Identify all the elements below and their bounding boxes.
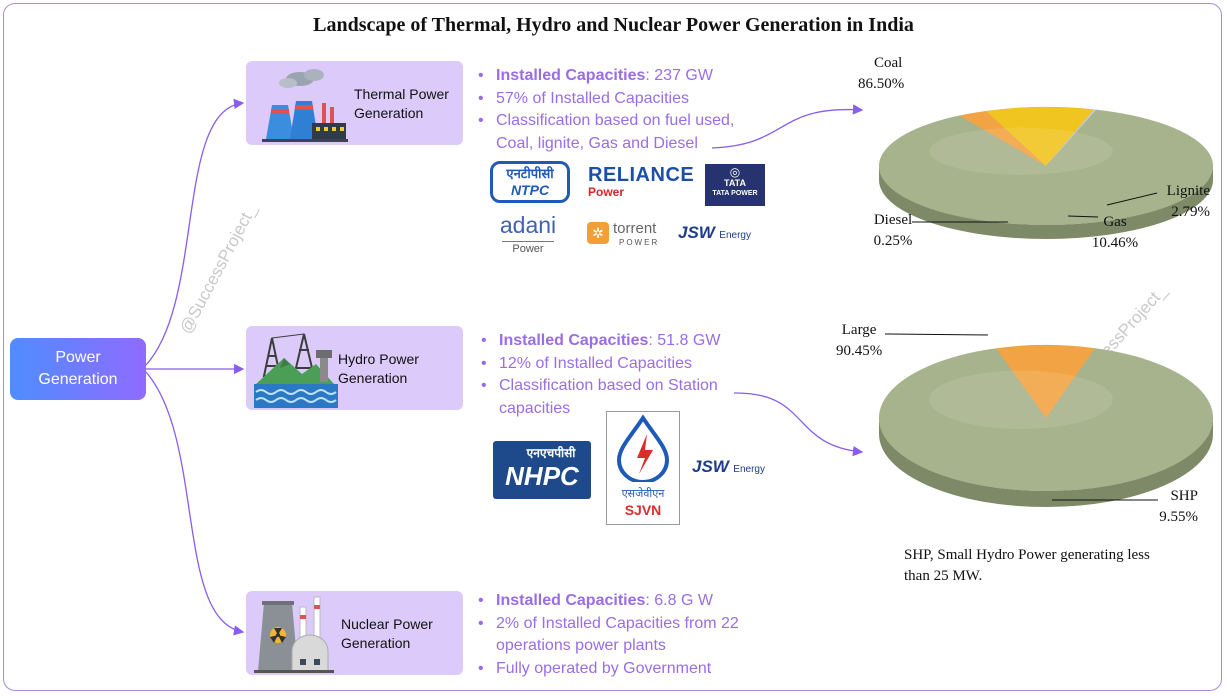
pie2-label-shp: SHP 9.55%	[1150, 486, 1198, 528]
thermal-node: Thermal Power Generation	[246, 61, 463, 145]
thermal-fuel-pie	[878, 106, 1214, 239]
nuclear-bullet-capacity: Installed Capacities: 6.8 G W	[478, 590, 739, 613]
pie-highlight	[929, 370, 1113, 429]
arrow-to-hydro-pie	[733, 392, 864, 457]
thermal-label-line2: Generation	[354, 105, 424, 121]
root-label-line1: Power	[55, 349, 101, 366]
thermal-bullet-classification: Classification based on fuel used,Coal, …	[478, 110, 734, 155]
reliance-power-logo: RELIANCE Power	[588, 164, 695, 199]
hydro-capacity-pie	[878, 344, 1214, 507]
pie1-label-diesel: Diesel 0.25%	[868, 210, 918, 252]
nuclear-bullet-government: Fully operated by Government	[478, 658, 739, 681]
hydro-bullet-capacity: Installed Capacities: 51.8 GW	[481, 330, 720, 353]
pie-slice-diesel	[1045, 109, 1097, 167]
pie2-large-name: Large	[841, 322, 877, 338]
hydro-bullet-classification: Classification based on Stationcapacitie…	[481, 375, 720, 420]
page-title: Landscape of Thermal, Hydro and Nuclear …	[313, 14, 914, 36]
thermal-bullets: Installed Capacities: 237 GW 57% of Inst…	[478, 65, 734, 155]
pie1-lignite-name: Lignite	[1166, 183, 1210, 199]
arrow-to-nuclear	[145, 371, 245, 636]
diagram-frame	[3, 3, 1222, 691]
thermal-plant-icon	[262, 69, 348, 142]
arrow-to-thermal	[145, 98, 245, 366]
sjvn-drop-icon	[616, 414, 670, 484]
pie1-gas-value: 10.46%	[1091, 235, 1139, 251]
nuclear-plant-icon	[254, 596, 334, 673]
nhpc-logo: एनएचपीसी NHPC	[493, 441, 591, 499]
pie2-large-value: 90.45%	[836, 343, 883, 359]
root-label-line2: Generation	[38, 371, 118, 388]
pie1-diesel-name: Diesel	[873, 212, 913, 228]
jsw-energy-logo-hydro: JSW Energy	[692, 457, 765, 476]
pie-leader-lines	[884, 192, 1158, 501]
pie-slice-gas	[985, 106, 1095, 167]
nuclear-node: Nuclear Power Generation	[246, 591, 463, 675]
hydro-bullets: Installed Capacities: 51.8 GW 12% of Ins…	[481, 330, 720, 420]
adani-power-logo: adani Power	[499, 212, 557, 255]
hydro-node: Hydro Power Generation	[246, 326, 463, 410]
pie2-shp-value: 9.55%	[1159, 509, 1198, 525]
pie2-shp-name: SHP	[1170, 488, 1198, 504]
hydro-label-line1: Hydro Power	[338, 351, 419, 367]
pie-side	[879, 166, 1213, 239]
pie-slice-lignite	[959, 110, 1047, 167]
jsw-energy-logo-thermal: JSW Energy	[678, 223, 751, 242]
pie1-label-gas: Gas 10.46%	[1086, 212, 1144, 254]
hydro-note: SHP, Small Hydro Power generating less t…	[904, 547, 1150, 584]
pie1-label-coal: Coal 86.50%	[858, 53, 904, 95]
tata-power-logo: ◎ TATA TATA POWER	[705, 164, 765, 206]
hydro-bullet-share: 12% of Installed Capacities	[481, 353, 720, 376]
thermal-bullet-capacity: Installed Capacities: 237 GW	[478, 65, 734, 88]
pie1-diesel-value: 0.25%	[873, 233, 913, 249]
pie-slice-large	[878, 347, 1214, 492]
arrow-to-thermal-pie	[711, 104, 864, 149]
pie-side	[879, 418, 1213, 507]
pie1-gas-name: Gas	[1103, 214, 1127, 230]
root-node-power-generation: Power Generation	[10, 338, 146, 400]
sjvn-logo: एसजेवीएन SJVN	[606, 411, 680, 525]
pie-slice-coal	[878, 109, 1214, 226]
pie1-coal-name: Coal	[873, 55, 903, 71]
pie-highlight	[929, 127, 1113, 175]
nuclear-label-line1: Nuclear Power	[341, 616, 433, 632]
pie1-coal-value: 86.50%	[858, 76, 905, 92]
ntpc-logo: एनटीपीसी NTPC	[490, 161, 570, 203]
pie2-label-large: Large 90.45%	[836, 320, 882, 362]
pie1-lignite-value: 2.79%	[1171, 204, 1210, 220]
thermal-bullet-share: 57% of Installed Capacities	[478, 88, 734, 111]
nuclear-label-line2: Generation	[341, 635, 411, 651]
hydro-dam-icon	[254, 333, 338, 408]
pie1-label-lignite: Lignite 2.79%	[1160, 181, 1210, 223]
hydro-label-line2: Generation	[338, 370, 408, 386]
nuclear-bullet-share: 2% of Installed Capacities from 22operat…	[478, 613, 739, 658]
pie-slice-shp	[995, 344, 1096, 419]
thermal-label-line1: Thermal Power	[354, 86, 449, 102]
nuclear-bullets: Installed Capacities: 6.8 G W 2% of Inst…	[478, 590, 739, 680]
